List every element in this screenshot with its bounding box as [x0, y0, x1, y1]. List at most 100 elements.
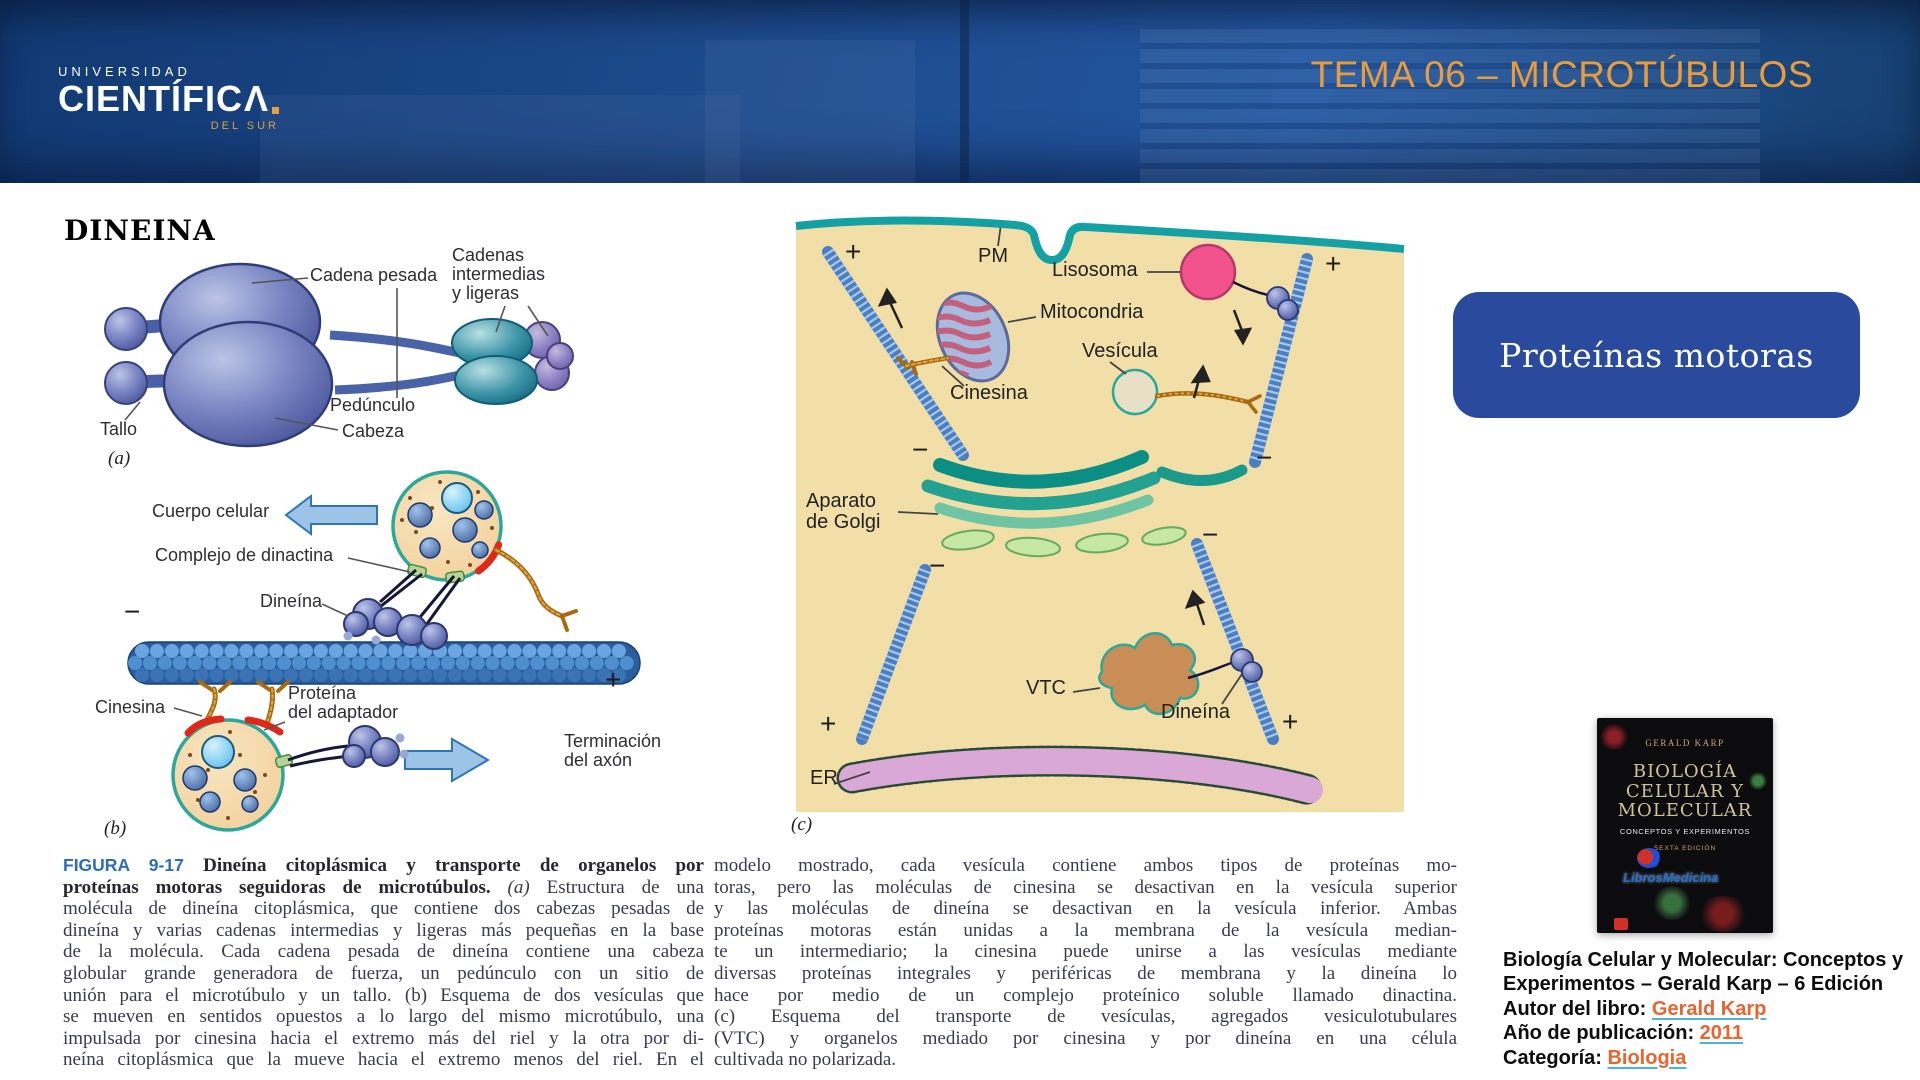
plasma-membrane: [795, 216, 1405, 265]
citation-label: Categoría:: [1503, 1046, 1608, 1069]
cover-decoration-icon: [1652, 886, 1692, 920]
label-pedunculo: Pedúnculo: [330, 395, 416, 415]
figure-c-illustration: [795, 216, 1405, 812]
banner-photo-art: [260, 95, 740, 183]
citation-author-row: Autor del libro: Gerald Karp: [1503, 997, 1920, 1021]
endoplasmic-reticulum: [836, 745, 1326, 806]
vesicle-upper: [391, 470, 503, 584]
caption-line: globular grande generadora de fuerza, un…: [63, 962, 704, 984]
label-vtc: VTC: [1026, 677, 1066, 699]
label-aparato-golgi: Aparato de Golgi: [806, 490, 881, 534]
caption-line: se mueven en sentidos opuestos a lo larg…: [63, 1006, 704, 1028]
logo-text: CIENTÍFIC: [58, 78, 243, 119]
label-cinesina-c: Cinesina: [950, 382, 1028, 404]
cover-decoration-icon: [1697, 896, 1749, 932]
label-complejo-dinactina: Complejo de dinactina: [155, 545, 334, 565]
plus-sign: +: [845, 236, 862, 267]
category-link[interactable]: Biologia: [1607, 1046, 1687, 1069]
caption-lines: modelo mostrado, cada vesícula contiene …: [714, 855, 1457, 1071]
author-link[interactable]: Gerald Karp: [1651, 997, 1767, 1020]
caption-line: (VTC) y organelos mediado por cinesina y…: [714, 1027, 1457, 1049]
watermark-text: LibrosMedicina: [1623, 870, 1719, 885]
kinesin-molecule: [493, 547, 578, 632]
banner-photo-art: [1140, 28, 1760, 183]
label-cadenas-intermedias: Cadenas intermedias y ligeras: [452, 245, 546, 304]
citation-label: Autor del libro:: [1503, 997, 1652, 1020]
panel-letter-b: (b): [104, 818, 127, 839]
caption-line: diversas proteínas integrales y periféri…: [714, 962, 1457, 984]
caption-line: molécula de dineína citoplásmica, que co…: [63, 898, 704, 920]
label-dineina-c: Dineína: [1161, 701, 1230, 723]
dynein-molecule: [343, 568, 462, 650]
figure-caption-right: modelo mostrado, cada vesícula contiene …: [714, 855, 1457, 1071]
caption-bold: Dineína citoplásmica y transporte de org…: [183, 855, 704, 876]
minus-sign: −: [912, 434, 929, 465]
caption-line: dineína y varias cadenas intermedias y l…: [63, 919, 704, 941]
caption-line: neína citoplásmica que la mueve hacia el…: [63, 1049, 704, 1071]
logo-line-universidad: UNIVERSIDAD: [58, 64, 191, 79]
figure-a-illustration: [104, 262, 574, 448]
caption-line: (c) Esquema del transporte de vesículas,…: [714, 1006, 1457, 1028]
caption-line: proteínas motoras están unidas a la memb…: [714, 919, 1457, 941]
publisher-logo-icon: [1614, 918, 1628, 930]
minus-sign: −: [1256, 442, 1273, 473]
kinesin-molecule: [896, 355, 951, 376]
label-cadena-pesada: Cadena pesada: [310, 265, 438, 285]
caption-line: de la molécula. Cada cadena pesada de di…: [63, 941, 704, 963]
label-vesicula: Vesícula: [1082, 340, 1158, 362]
caption-line: modelo mostrado, cada vesícula contiene …: [714, 855, 1457, 876]
section-heading: DINEINA: [64, 214, 216, 247]
slide-title: TEMA 06 – MICROTÚBULOS: [1310, 54, 1813, 95]
microtubule: [127, 641, 642, 685]
banner-photo-art: [705, 40, 915, 183]
citation-label: Año de publicación:: [1503, 1022, 1700, 1045]
logo-dot-icon: [272, 107, 280, 114]
dynein-molecule: [287, 725, 409, 768]
citation-block: Biología Celular y Molecular: Conceptos …: [1503, 948, 1920, 1070]
caption-line: unión para el microtúbulo y un tallo. (b…: [63, 984, 704, 1006]
label-tallo: Tallo: [100, 419, 138, 439]
right-direction-arrow: [404, 737, 490, 783]
panel-letter-a: (a): [108, 448, 131, 469]
pointer-lines: [124, 277, 549, 431]
label-terminacion-axon: Terminación del axón: [564, 731, 662, 771]
caption-line: hace por medio de un complejo proteínico…: [714, 984, 1457, 1006]
minus-sign: −: [929, 550, 946, 581]
vtc-aggregate: [1098, 632, 1263, 716]
caption-text: Estructura de una: [529, 876, 704, 898]
citation-year-row: Año de publicación: 2011: [1503, 1021, 1920, 1045]
figura-ref: FIGURA 9-17: [63, 855, 184, 875]
caption-line: te un intermediario; la cinesina puede u…: [714, 941, 1457, 963]
label-cinesina-b: Cinesina: [95, 697, 166, 717]
proteinas-motoras-button[interactable]: Proteínas motoras: [1453, 292, 1860, 418]
transport-vesicle: [1111, 368, 1262, 416]
label-pm: PM: [978, 245, 1008, 267]
plus-sign: +: [605, 664, 622, 695]
year-link[interactable]: 2011: [1699, 1022, 1744, 1045]
dynein-stalks: [104, 307, 191, 405]
book-title: BIOLOGÍA CELULAR Y MOLECULAR: [1597, 762, 1773, 821]
caption-line: y las moléculas de dineína se desactivan…: [714, 898, 1457, 920]
golgi-apparatus: [921, 450, 1248, 558]
label-cabeza: Cabeza: [342, 421, 405, 441]
caption-bold: proteínas motoras seguidoras de microtúb…: [63, 876, 508, 898]
logo-lambda: Λ: [244, 78, 270, 119]
plus-sign: +: [1325, 248, 1342, 279]
label-er: ER: [810, 767, 838, 789]
minus-sign: −: [124, 596, 141, 627]
figure-caption-left: FIGURA 9-17 Dineína citoplásmica y trans…: [63, 855, 704, 1071]
pointer-lines: [173, 557, 411, 731]
plus-sign: +: [820, 708, 837, 739]
figure-b-illustration: [127, 470, 642, 832]
intermediate-light-chains: [451, 318, 574, 405]
dynein-heads: [158, 262, 334, 448]
logo-line-del-sur: DEL SUR: [210, 120, 280, 132]
label-lisosoma: Lisosoma: [1052, 259, 1138, 281]
book-title-line: BIOLOGÍA: [1632, 761, 1738, 782]
label-dineina-b: Dineína: [260, 591, 323, 611]
citation-category-row: Categoría: Biologia: [1503, 1046, 1920, 1070]
cell-speckles: [188, 730, 267, 820]
book-cover: GERALD KARP BIOLOGÍA CELULAR Y MOLECULAR…: [1597, 718, 1773, 933]
